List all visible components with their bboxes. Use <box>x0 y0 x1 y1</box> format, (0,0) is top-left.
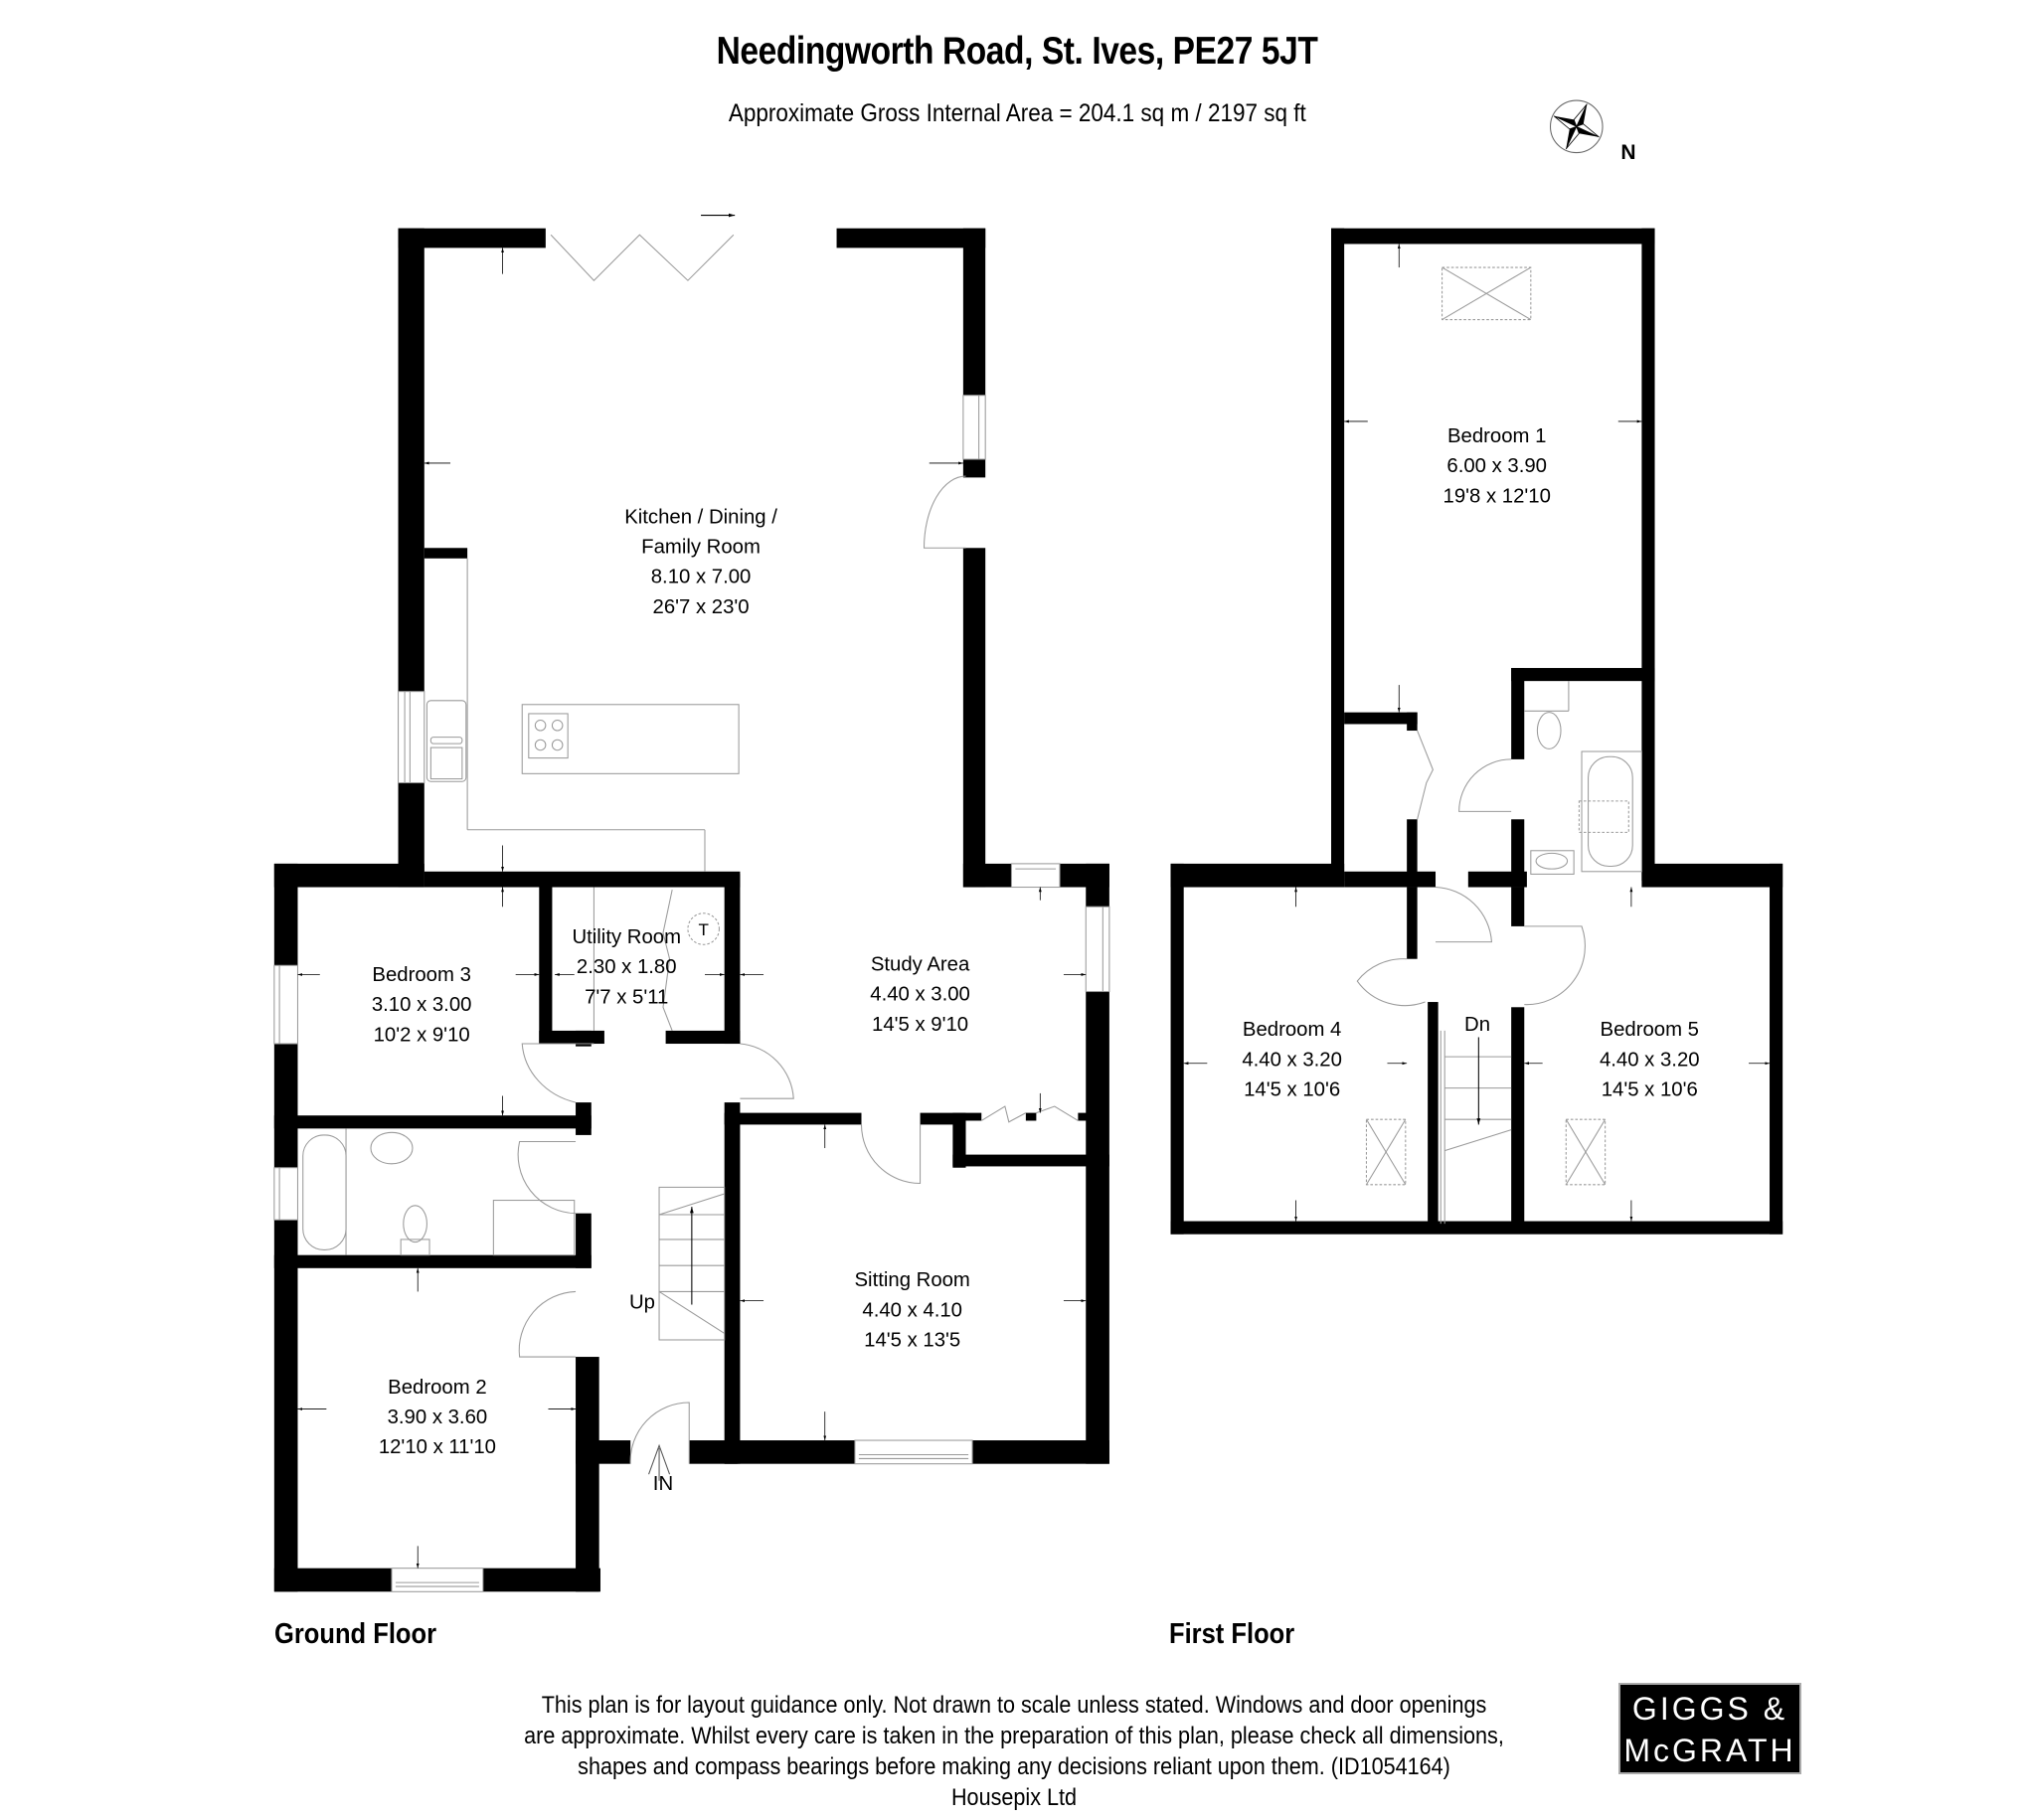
room-kitchen-dining-family: Kitchen / Dining / Family Room 8.10 x 7.… <box>624 506 777 618</box>
svg-text:Utility Room: Utility Room <box>572 926 681 948</box>
gross-area-text: Approximate Gross Internal Area = 204.1 … <box>728 99 1306 127</box>
svg-text:12'10 x 11'10: 12'10 x 11'10 <box>379 1436 496 1458</box>
svg-text:14'5 x 13'5: 14'5 x 13'5 <box>864 1330 960 1352</box>
ground-floor-dimension-arrows <box>297 248 1087 1569</box>
svg-text:7'7 x 5'11: 7'7 x 5'11 <box>585 986 668 1008</box>
svg-text:Bedroom 4: Bedroom 4 <box>1243 1019 1341 1041</box>
room-study-area: Study Area 4.40 x 3.00 14'5 x 9'10 <box>870 954 970 1036</box>
svg-text:4.40 x 3.20: 4.40 x 3.20 <box>1242 1049 1342 1071</box>
plan-title: Needingworth Road, St. Ives, PE27 5JT <box>716 30 1318 73</box>
disclaimer-credit: Housepix Ltd <box>950 1784 1078 1811</box>
room-bedroom-5: Bedroom 5 4.40 x 3.20 14'5 x 10'6 <box>1600 1019 1700 1100</box>
svg-text:Bedroom 5: Bedroom 5 <box>1601 1019 1699 1041</box>
svg-text:Bedroom 2: Bedroom 2 <box>388 1377 486 1399</box>
svg-text:Bedroom 1: Bedroom 1 <box>1447 425 1546 447</box>
svg-text:Kitchen / Dining /: Kitchen / Dining / <box>624 506 777 528</box>
svg-text:4.40 x 3.00: 4.40 x 3.00 <box>870 984 970 1006</box>
svg-text:Study Area: Study Area <box>871 954 970 976</box>
ground-floor-fixtures <box>273 213 1110 1592</box>
disclaimer-text: This plan is for layout guidance only. N… <box>477 1690 1551 1813</box>
room-sitting-room: Sitting Room 4.40 x 4.10 14'5 x 13'5 <box>854 1269 969 1351</box>
svg-text:2.30 x 1.80: 2.30 x 1.80 <box>577 956 677 978</box>
svg-text:6.00 x 3.90: 6.00 x 3.90 <box>1446 455 1547 477</box>
first-floor-plan <box>1170 228 1783 1235</box>
svg-text:14'5 x 10'6: 14'5 x 10'6 <box>1602 1079 1698 1101</box>
svg-text:8.10 x 7.00: 8.10 x 7.00 <box>651 567 752 588</box>
agency-logo: GIGGS & McGRATH <box>1618 1683 1801 1774</box>
logo-line-1: GIGGS & <box>1631 1691 1788 1727</box>
room-bedroom-2: Bedroom 2 3.90 x 3.60 12'10 x 11'10 <box>379 1377 496 1458</box>
stairs-up-label: Up <box>629 1291 655 1313</box>
disclaimer-line: are approximate. Whilst every care is ta… <box>524 1723 1504 1749</box>
entrance-label: IN <box>653 1473 673 1495</box>
first-floor-label: First Floor <box>1169 1618 1295 1650</box>
svg-text:14'5 x 9'10: 14'5 x 9'10 <box>872 1014 968 1036</box>
room-bedroom-4: Bedroom 4 4.40 x 3.20 14'5 x 10'6 <box>1242 1019 1342 1100</box>
svg-text:Sitting Room: Sitting Room <box>854 1269 969 1291</box>
stairs-down-label: Dn <box>1464 1014 1490 1036</box>
disclaimer-line: This plan is for layout guidance only. N… <box>541 1692 1487 1719</box>
ground-floor-plan <box>273 228 1109 1592</box>
logo-line-2: McGRATH <box>1623 1733 1796 1768</box>
svg-text:10'2 x 9'10: 10'2 x 9'10 <box>374 1024 470 1046</box>
svg-text:26'7 x 23'0: 26'7 x 23'0 <box>653 596 750 618</box>
svg-text:Family Room: Family Room <box>641 537 761 559</box>
compass-rose-icon <box>1549 99 1604 154</box>
svg-text:19'8 x 12'10: 19'8 x 12'10 <box>1443 485 1551 507</box>
first-floor-dimension-arrows <box>1183 244 1771 1222</box>
room-bedroom-1: Bedroom 1 6.00 x 3.90 19'8 x 12'10 <box>1443 425 1551 507</box>
svg-text:3.10 x 3.00: 3.10 x 3.00 <box>372 994 472 1016</box>
svg-text:14'5 x 10'6: 14'5 x 10'6 <box>1244 1079 1340 1101</box>
svg-text:4.40 x 4.10: 4.40 x 4.10 <box>862 1299 962 1321</box>
svg-text:4.40 x 3.20: 4.40 x 3.20 <box>1600 1049 1700 1071</box>
room-utility: Utility Room 2.30 x 1.80 7'7 x 5'11 <box>572 926 681 1008</box>
svg-text:3.90 x 3.60: 3.90 x 3.60 <box>388 1406 488 1428</box>
first-floor-fixtures <box>1356 266 1642 1225</box>
disclaimer-line: shapes and compass bearings before makin… <box>578 1753 1450 1780</box>
room-labels: Kitchen / Dining / Family Room 8.10 x 7.… <box>372 425 1700 1495</box>
compass-north-label: N <box>1620 141 1635 164</box>
room-bedroom-3: Bedroom 3 3.10 x 3.00 10'2 x 9'10 <box>372 964 472 1046</box>
svg-text:Bedroom 3: Bedroom 3 <box>372 964 470 986</box>
ground-floor-label: Ground Floor <box>274 1618 437 1650</box>
boiler-marker: T <box>698 920 709 939</box>
